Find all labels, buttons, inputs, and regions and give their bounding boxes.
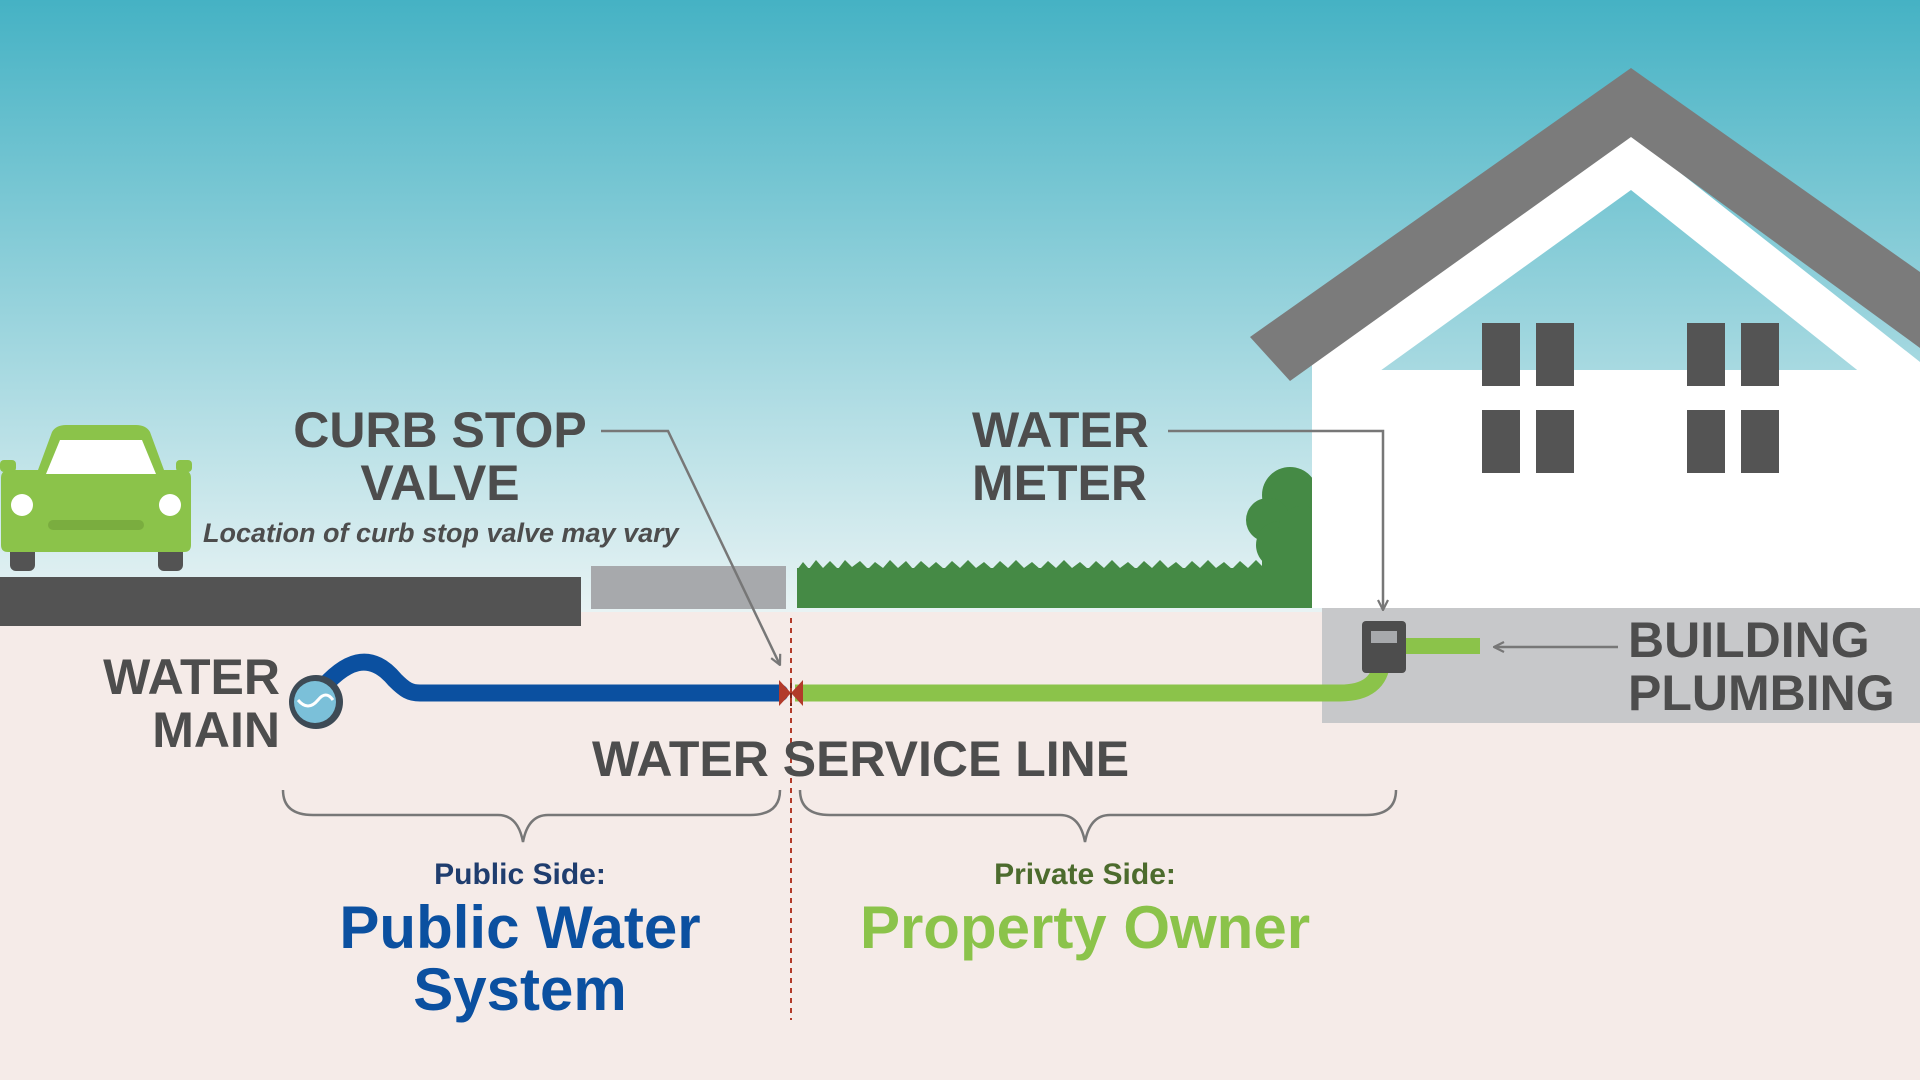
water-main-line-2: MAIN [152, 702, 280, 758]
private-side-brace [798, 789, 1398, 843]
curb-stop-leader [601, 429, 780, 665]
car-icon [0, 425, 192, 571]
public-side-heading: Public Side: [434, 858, 606, 891]
window-left [1482, 323, 1574, 473]
house-icon [1250, 68, 1920, 608]
water-main-label: WATER MAIN [60, 652, 280, 755]
private-side-owner: Property Owner [859, 894, 1311, 961]
basement [1322, 608, 1920, 723]
water-meter-leader [1168, 429, 1383, 610]
water-meter-line-1: WATER [972, 402, 1149, 458]
public-side-owner: Public Water System [290, 898, 750, 1020]
building-plumbing-line-2: PLUMBING [1628, 665, 1895, 721]
curb-stop-valve-label: CURB STOP VALVE [270, 405, 610, 508]
curb-stop-note: Location of curb stop valve may vary [203, 518, 679, 548]
building-plumbing-label: BUILDING PLUMBING [1628, 615, 1895, 718]
lawn [797, 560, 1312, 608]
water-meter-line-2: METER [972, 455, 1147, 511]
curb-stop-valve-line-1: CURB STOP [293, 402, 587, 458]
public-side-brace [281, 789, 782, 843]
sidewalk [591, 566, 786, 609]
curb-stop-valve-line-2: VALVE [360, 455, 520, 511]
water-meter-icon [1362, 621, 1406, 673]
water-service-line-label: WATER SERVICE LINE [592, 731, 1130, 787]
public-side-owner-line-2: System [413, 956, 627, 1023]
water-main-line-1: WATER [103, 649, 280, 705]
water-meter-label: WATER METER [972, 405, 1149, 508]
road [0, 577, 581, 626]
window-right [1687, 323, 1779, 473]
private-side-heading: Private Side: [994, 858, 1176, 891]
public-service-pipe [309, 653, 789, 702]
building-plumbing-line-1: BUILDING [1628, 612, 1870, 668]
water-main-pipe-icon [289, 675, 343, 729]
public-side-owner-line-1: Public Water [339, 894, 701, 961]
building-plumbing-pipe [1405, 638, 1480, 654]
